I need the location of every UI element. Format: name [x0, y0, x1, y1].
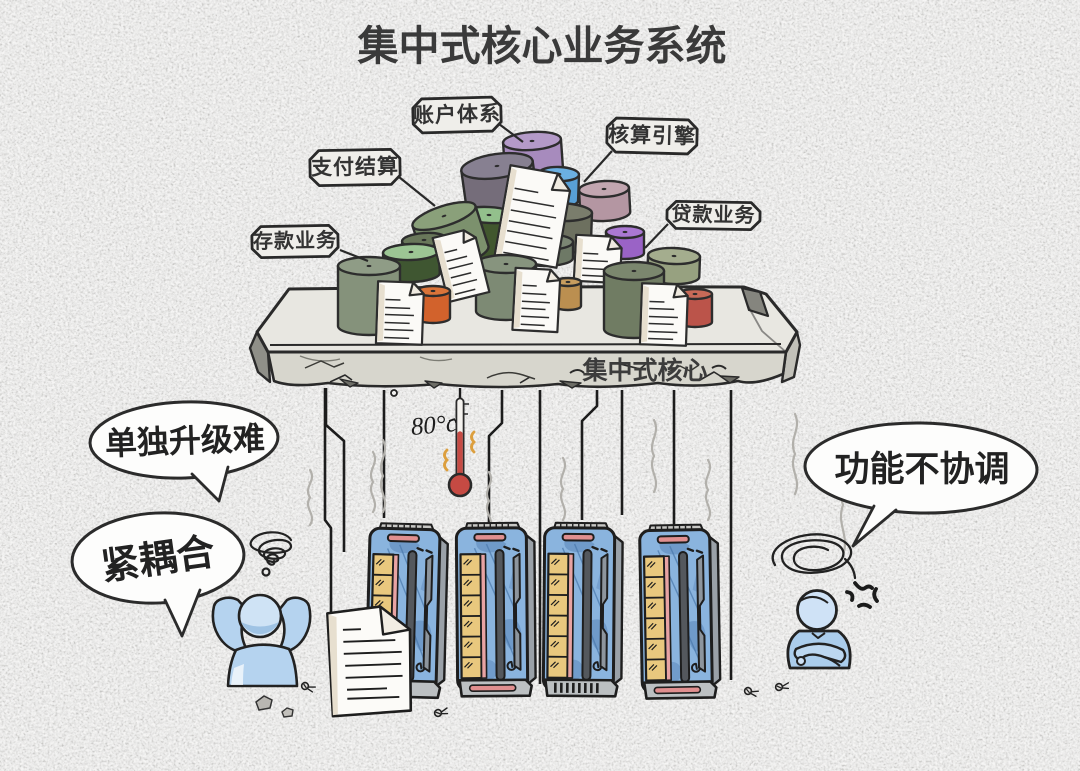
svg-text:功能不协调: 功能不协调 — [834, 450, 1009, 489]
svg-text:存款业务: 存款业务 — [253, 228, 337, 253]
svg-text:集中式核心业务系统: 集中式核心业务系统 — [357, 23, 727, 69]
svg-text:80°c: 80°c — [410, 410, 458, 441]
svg-text:支付结算: 支付结算 — [311, 154, 399, 180]
svg-text:核算引擎: 核算引擎 — [608, 122, 697, 148]
svg-text:贷款业务: 贷款业务 — [671, 202, 755, 227]
svg-text:集中式核心: 集中式核心 — [581, 356, 707, 385]
svg-text:单独升级难: 单独升级难 — [104, 420, 265, 462]
svg-text:账户体系: 账户体系 — [413, 101, 502, 127]
